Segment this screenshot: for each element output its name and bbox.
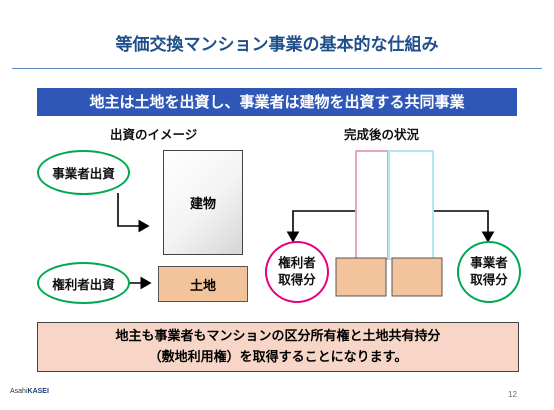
company-logo: AsahiKASEI — [10, 388, 49, 395]
landowner-contribution-oval: 権利者出資 — [37, 262, 130, 304]
left-section-label: 出資のイメージ — [110, 127, 198, 142]
title-divider — [12, 68, 542, 69]
left-share-arrow — [286, 210, 368, 243]
developer-share-oval: 事業者 取得分 — [457, 241, 521, 303]
right-share-arrow — [410, 210, 495, 243]
developer-contribution-oval: 事業者出資 — [37, 150, 130, 195]
land-box: 土地 — [158, 266, 248, 302]
developer-contribution-label: 事業者出資 — [52, 166, 115, 181]
subtitle-banner: 地主は土地を出資し、事業者は建物を出資する共同事業 — [37, 88, 517, 116]
land-block-left — [335, 257, 387, 297]
logo-prefix: Asahi — [10, 388, 28, 395]
land-block-right — [391, 257, 443, 297]
landowner-share-line2: 取得分 — [278, 272, 316, 287]
cyan-tower-outline — [388, 150, 434, 260]
slide-title: 等価交換マンション事業の基本的な仕組み — [115, 35, 439, 55]
summary-line-2: （敷地利用権）を取得することになります。 — [148, 350, 408, 365]
building-label: 建物 — [189, 197, 216, 212]
summary-line-1: 地主も事業者もマンションの区分所有権と土地共有持分 — [115, 329, 441, 344]
developer-share-line1: 事業者 — [470, 255, 508, 271]
page-number: 12 — [508, 390, 517, 399]
landowner-share-oval: 権利者 取得分 — [265, 241, 329, 303]
landowner-contribution-label: 権利者出資 — [52, 276, 115, 292]
landowner-share-line1: 権利者 — [278, 255, 316, 271]
pink-tower-outline — [355, 150, 389, 260]
logo-brand: KASEI — [27, 388, 49, 395]
land-label: 土地 — [189, 278, 216, 294]
summary-box: 地主も事業者もマンションの区分所有権と土地共有持分 （敷地利用権）を取得すること… — [37, 322, 519, 372]
building-box: 建物 — [163, 150, 243, 255]
developer-to-building-arrow — [117, 193, 150, 233]
developer-share-line2: 取得分 — [470, 272, 508, 287]
right-section-label: 完成後の状況 — [344, 127, 420, 142]
